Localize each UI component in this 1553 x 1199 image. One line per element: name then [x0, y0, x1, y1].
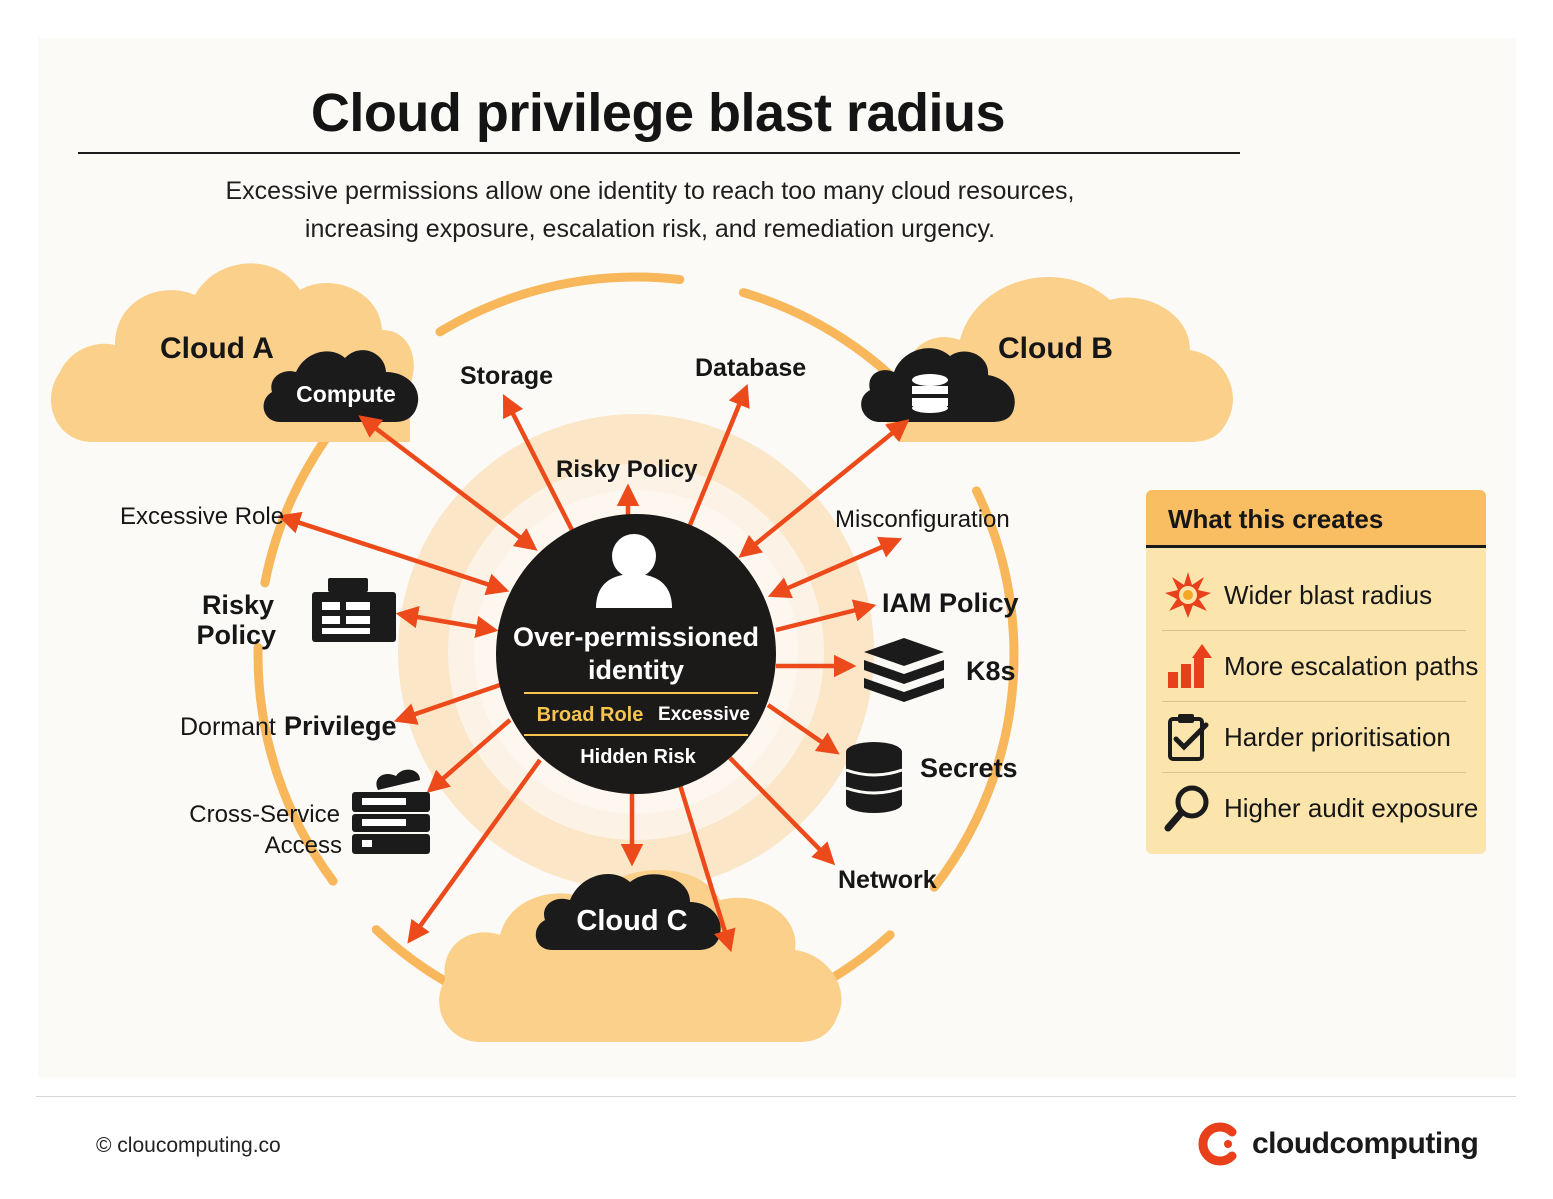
arrow-misconfiguration — [767, 536, 903, 599]
risky-policy-top-label: Risky Policy — [556, 456, 698, 483]
subtitle-line-1: Excessive permissions allow one identity… — [225, 177, 1075, 205]
arrow-group — [277, 383, 910, 953]
brand-name: cloudcomputing — [1252, 1127, 1479, 1160]
k8s-label: K8s — [966, 656, 1016, 686]
tag-excessive: Excessive — [658, 704, 750, 725]
network-label: Network — [838, 866, 937, 894]
policy-cabinet-icon — [312, 578, 396, 642]
compute-cloud-icon — [263, 350, 419, 422]
cloud-b-label: Cloud B — [998, 332, 1113, 365]
tag-broad-role: Broad Role — [537, 704, 644, 726]
sidebar-item-label: More escalation paths — [1224, 650, 1479, 681]
rising-bars-icon — [1168, 644, 1212, 688]
arrow-secrets — [766, 703, 840, 755]
cloud-c — [439, 870, 842, 1042]
cloud-c-dark-icon — [535, 873, 721, 950]
footer-divider — [36, 1096, 1516, 1097]
secrets-label: Secrets — [920, 753, 1018, 783]
arrow-dormant-privilege — [393, 682, 501, 725]
arrow-database — [687, 383, 750, 526]
sidebar-item-more-escalation-paths: More escalation paths — [1162, 631, 1478, 702]
arrow-lower-left — [407, 758, 542, 944]
subtitle: Excessive permissions allow one identity… — [150, 172, 1150, 248]
sidebar-heading: What this creates — [1146, 490, 1486, 548]
copyright-text: © cloucomputing.co — [96, 1134, 281, 1157]
identity-label-line1: Over-permissioned — [513, 622, 759, 652]
secrets-database-icon — [845, 742, 903, 813]
magnifier-icon — [1164, 785, 1209, 832]
arrow-cloud-b — [738, 419, 910, 558]
orbit-ring — [253, 272, 1019, 1038]
tag-hidden-risk: Hidden Risk — [580, 746, 696, 768]
arrow-network — [728, 756, 836, 866]
storage-label: Storage — [460, 362, 553, 390]
sidebar-item-wider-blast-radius: Wider blast radius — [1162, 560, 1466, 631]
iam-policy-label: IAM Policy — [882, 588, 1019, 618]
sidebar-item-label: Harder prioritisation — [1224, 721, 1451, 752]
arrow-iam-policy — [775, 599, 877, 633]
sidebar-item-label: Wider blast radius — [1224, 579, 1433, 610]
database-label: Database — [695, 354, 806, 382]
misconfiguration-label: Misconfiguration — [835, 506, 1010, 533]
arrow-risky-policy-left — [395, 605, 499, 639]
k8s-stack-icon — [864, 638, 944, 702]
brand-c-icon — [1198, 1122, 1237, 1166]
sidebar-item-higher-audit-exposure: Higher audit exposure — [1162, 773, 1478, 843]
subtitle-line-2: increasing exposure, escalation risk, an… — [304, 215, 996, 243]
arrow-storage — [502, 393, 575, 532]
arrow-cloud-c-right — [677, 784, 736, 953]
sidebar-item-harder-prioritisation: Harder prioritisation — [1162, 702, 1466, 773]
cloud-a-label: Cloud A — [160, 332, 274, 365]
title-divider — [78, 152, 1240, 154]
compute-label: Compute — [296, 381, 396, 407]
starburst-icon — [1165, 572, 1211, 618]
risky-policy-left-label-1: Risky — [202, 590, 274, 620]
database-cloud-icon — [861, 348, 1015, 422]
identity-circle — [496, 514, 776, 794]
cross-service-label-1: Cross-Service — [189, 801, 340, 828]
identity-label-line2: identity — [588, 655, 684, 685]
dormant-privilege-label-2: Privilege — [284, 711, 397, 741]
user-icon — [596, 534, 672, 608]
arrow-excessive-role — [277, 511, 510, 596]
cross-service-server-icon — [352, 769, 430, 854]
arrow-cross-service — [426, 718, 512, 793]
cloud-c-label: Cloud C — [576, 905, 687, 937]
sidebar-item-label: Higher audit exposure — [1224, 792, 1479, 823]
cross-service-label-2: Access — [265, 832, 342, 859]
clipboard-check-icon — [1168, 714, 1209, 761]
excessive-role-label: Excessive Role — [120, 503, 284, 530]
risky-policy-left-label-2: Policy — [196, 620, 276, 650]
page-title: Cloud privilege blast radius — [310, 83, 1006, 143]
what-this-creates-panel: What this creates Wider blast radius Mor… — [1146, 490, 1486, 854]
dormant-privilege-label-1: Dormant — [180, 713, 276, 741]
brand-logo[interactable]: cloudcomputing — [1198, 1122, 1479, 1166]
